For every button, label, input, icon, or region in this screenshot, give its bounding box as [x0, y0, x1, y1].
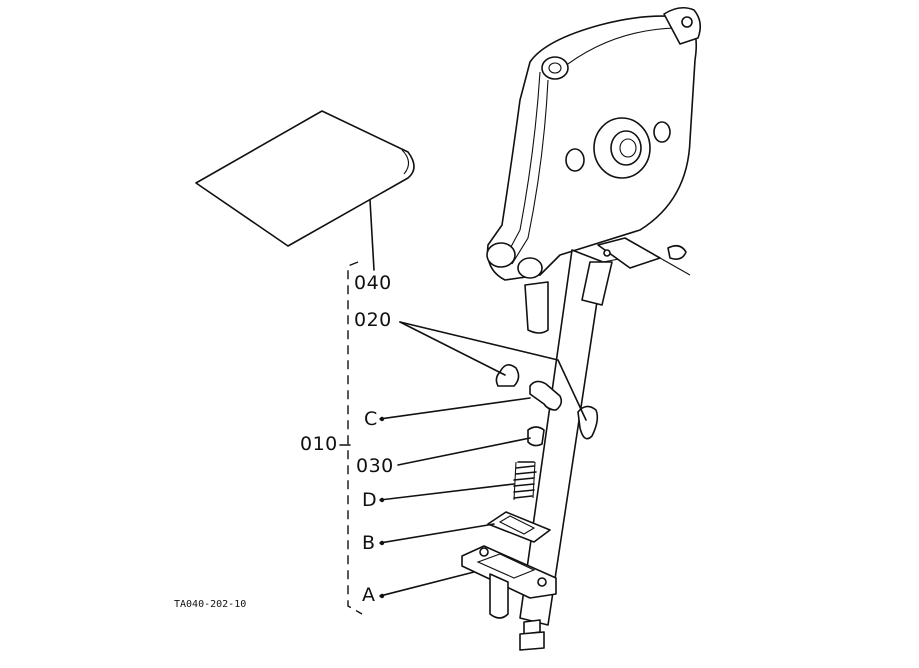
leader-B [379, 523, 495, 544]
label-D: D [362, 489, 378, 511]
label-040: 040 [354, 272, 392, 294]
pin-part [529, 380, 563, 411]
label-020: 020 [354, 309, 392, 331]
bracket-part [461, 545, 557, 619]
label-B: B [362, 532, 376, 554]
clip-right-part [577, 405, 599, 440]
leader-C [379, 397, 531, 420]
clip-left-part [495, 364, 520, 387]
plunger-part [527, 426, 545, 447]
instruction-sheet-part [195, 110, 415, 247]
leader-D [379, 483, 515, 501]
leader-040 [369, 199, 375, 271]
leader-020-left [399, 321, 506, 376]
leader-030 [397, 437, 531, 466]
plate-part [487, 511, 551, 543]
assembly-bracket-010 [347, 261, 363, 615]
label-A: A [362, 584, 376, 606]
spring-part [513, 461, 537, 501]
gear-case-cover [486, 6, 702, 334]
bottom-screw-part [519, 619, 545, 651]
figure-id: TA040-202-10 [174, 599, 247, 610]
label-C: C [364, 408, 378, 430]
label-030: 030 [356, 455, 394, 477]
leader-A [379, 571, 475, 597]
leader-020-right [399, 321, 587, 421]
label-010: 010 [300, 433, 338, 455]
